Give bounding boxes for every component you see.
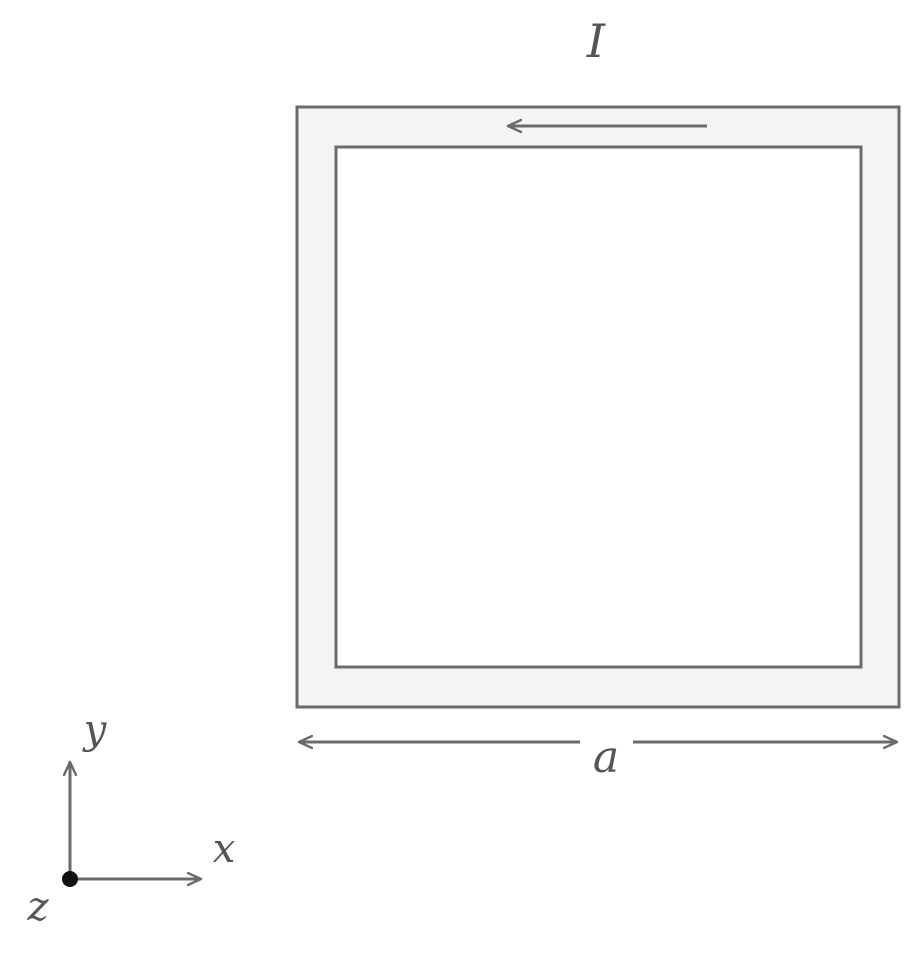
z-axis-dot-icon: [62, 871, 78, 887]
side-length-dimension: a: [299, 732, 897, 783]
coordinate-axes: y x z: [26, 707, 235, 930]
x-axis-label: x: [213, 826, 236, 872]
current-label: I: [586, 14, 606, 68]
square-loop: [295, 105, 901, 709]
z-axis-label: z: [26, 884, 49, 930]
side-length-label: a: [593, 732, 619, 783]
loop-inner-edge: [334, 145, 863, 669]
y-axis-label: y: [82, 707, 108, 753]
